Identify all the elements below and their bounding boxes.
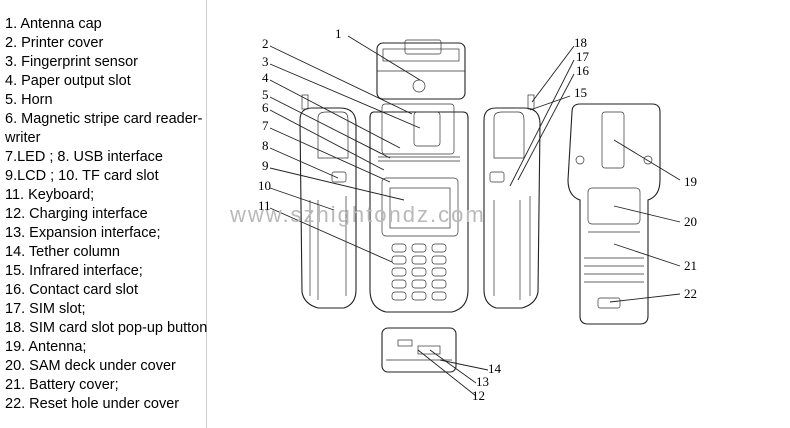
legend-item: 5. Horn bbox=[5, 92, 53, 108]
legend-item: 16. Contact card slot bbox=[5, 282, 138, 298]
legend-panel: 1. Antenna cap 2. Printer cover 3. Finge… bbox=[0, 0, 207, 428]
legend-item: 2. Printer cover bbox=[5, 35, 104, 51]
diagram-svg: 1 2 3 4 5 6 7 8 9 10 11 12 13 14 15 16 1… bbox=[229, 26, 697, 403]
legend-item: 14. Tether column bbox=[5, 244, 120, 260]
legend-item: 1. Antenna cap bbox=[5, 16, 102, 32]
callout-7: 7 bbox=[262, 118, 269, 133]
legend-item: 15. Infrared interface; bbox=[5, 263, 143, 279]
legend-item: 19. Antenna; bbox=[5, 339, 87, 355]
callout-13: 13 bbox=[476, 374, 489, 389]
callout-16: 16 bbox=[576, 63, 590, 78]
legend-item: 21. Battery cover; bbox=[5, 377, 119, 393]
top-view bbox=[376, 39, 466, 100]
callout-22: 22 bbox=[684, 286, 697, 301]
callout-20: 20 bbox=[684, 214, 697, 229]
legend-item: 12. Charging interface bbox=[5, 206, 148, 222]
callout-4: 4 bbox=[262, 70, 269, 85]
callout-10: 10 bbox=[258, 178, 271, 193]
legend-item: 22. Reset hole under cover bbox=[5, 396, 180, 412]
bottom-view bbox=[381, 327, 457, 373]
legend-item: 3. Fingerprint sensor bbox=[5, 54, 138, 70]
keypad bbox=[391, 243, 447, 301]
back-view bbox=[567, 103, 661, 325]
callout-6: 6 bbox=[262, 100, 269, 115]
callout-5: 5 bbox=[262, 87, 269, 102]
callout-17: 17 bbox=[576, 49, 590, 64]
legend-item: 4. Paper output slot bbox=[5, 73, 131, 89]
legend-item: 18. SIM card slot pop-up button bbox=[5, 320, 208, 336]
callout-1: 1 bbox=[335, 26, 342, 41]
front-view bbox=[369, 103, 469, 313]
callout-8: 8 bbox=[262, 138, 269, 153]
legend-item: 7.LED ; 8. USB interface bbox=[5, 149, 163, 165]
legend-item: 20. SAM deck under cover bbox=[5, 358, 176, 374]
callout-19: 19 bbox=[684, 174, 697, 189]
right-side-view bbox=[483, 94, 541, 309]
callout-2: 2 bbox=[262, 36, 269, 51]
callout-numbers: 1 2 3 4 5 6 7 8 9 10 11 12 13 14 15 16 1… bbox=[258, 26, 697, 403]
callout-18: 18 bbox=[574, 35, 587, 50]
legend-item: 9.LCD ; 10. TF card slot bbox=[5, 168, 159, 184]
callout-9: 9 bbox=[262, 158, 269, 173]
callout-12: 12 bbox=[472, 388, 485, 403]
callout-3: 3 bbox=[262, 54, 269, 69]
legend-item: 17. SIM slot; bbox=[5, 301, 86, 317]
legend-item: 6. Magnetic stripe card reader- bbox=[5, 111, 203, 127]
callout-11: 11 bbox=[258, 198, 271, 213]
legend-item: 13. Expansion interface; bbox=[5, 225, 161, 241]
legend-item: writer bbox=[5, 130, 41, 146]
callout-14: 14 bbox=[488, 361, 502, 376]
callout-15: 15 bbox=[574, 85, 587, 100]
callout-21: 21 bbox=[684, 258, 697, 273]
legend-list: 1. Antenna cap 2. Printer cover 3. Finge… bbox=[5, 15, 207, 414]
leader-lines bbox=[269, 35, 681, 397]
device-diagram: 1 2 3 4 5 6 7 8 9 10 11 12 13 14 15 16 1… bbox=[208, 0, 790, 428]
watermark: www.szhightondz.com bbox=[229, 202, 486, 227]
legend-item: 11. Keyboard; bbox=[5, 187, 95, 203]
